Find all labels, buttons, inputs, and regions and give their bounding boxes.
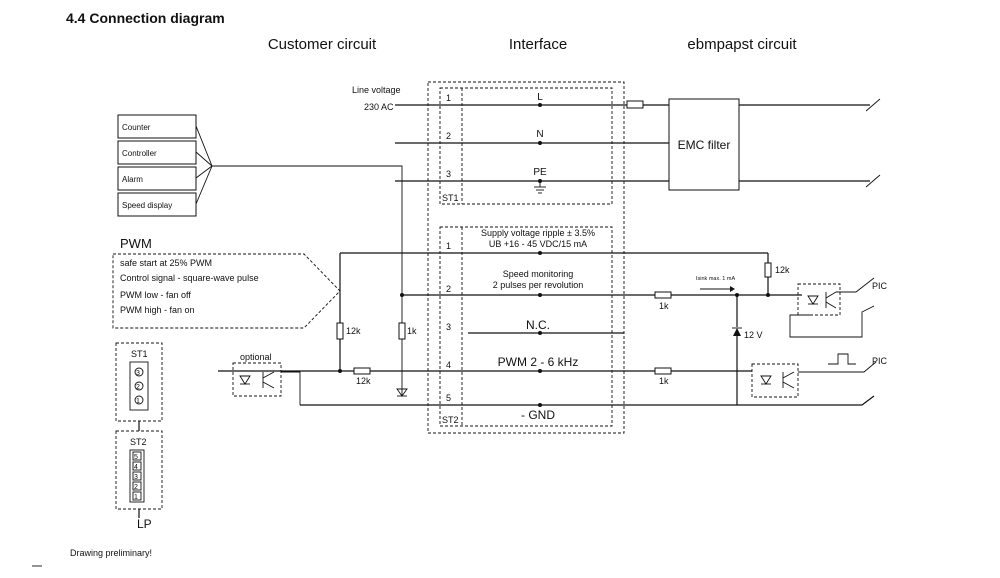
st1-pin-2: 2	[446, 131, 451, 141]
line-voltage-label: Line voltage	[352, 85, 401, 95]
section-ebm-circuit: ebmpapst circuit	[687, 36, 797, 53]
led-indicator-icon	[396, 388, 408, 397]
connector-st2-label: ST2	[130, 437, 147, 447]
st2-signal-nc: N.C.	[526, 318, 550, 332]
st2-signal-pwm: PWM 2 - 6 kHz	[498, 355, 579, 369]
st2-pin-1: 1	[446, 241, 451, 251]
resistor-12k-series	[353, 367, 371, 375]
fuse-icon	[626, 100, 644, 109]
st2-block	[439, 226, 613, 427]
device-counter: Counter	[117, 114, 197, 139]
led-icon	[807, 295, 819, 305]
opto-coupler-top	[797, 283, 841, 316]
svg-text:Counter: Counter	[122, 123, 151, 132]
pwm-note-callout	[112, 253, 341, 329]
svg-text:3: 3	[136, 370, 140, 377]
square-wave-icon	[828, 353, 856, 365]
st1-signal-n: N	[536, 129, 543, 140]
opto-coupler-bottom	[751, 363, 799, 398]
resistor-1k-left	[398, 322, 406, 340]
section-interface: Interface	[509, 36, 567, 53]
resistor-1k-left-label: 1k	[407, 326, 417, 336]
resistor-12k-left-label: 12k	[346, 326, 361, 336]
st2-pin-4: 4	[446, 360, 451, 370]
st1-pin-3: 3	[446, 169, 451, 179]
pwm-title: PWM	[120, 236, 152, 251]
connector-st1-label: ST1	[131, 349, 148, 359]
svg-text:4: 4	[134, 464, 138, 471]
st2-signal-gnd: - GND	[521, 408, 555, 422]
opto-coupler-optional	[232, 362, 282, 397]
interface-frame	[427, 81, 625, 434]
ground-icon	[534, 181, 546, 194]
svg-text:Alarm: Alarm	[122, 175, 143, 184]
page-heading: 4.4 Connection diagram	[66, 10, 225, 26]
svg-text:2: 2	[136, 384, 140, 391]
resistor-1k-pwm	[654, 367, 672, 375]
device-alarm: Alarm	[117, 166, 197, 191]
svg-text:2: 2	[134, 484, 138, 491]
resistor-12k-top-label: 12k	[775, 265, 790, 275]
resistor-1k-speed	[654, 291, 672, 299]
pwm-note-1: safe start at 25% PWM	[120, 258, 212, 268]
emc-filter-label: EMC filter	[678, 138, 731, 152]
st1-block	[439, 87, 613, 205]
device-controller: Controller	[117, 140, 197, 165]
device-speed-display: Speed display	[117, 192, 197, 217]
pwm-note-4: PWM high - fan on	[120, 305, 195, 315]
lp-label: LP	[137, 517, 152, 531]
pic-top-label: PIC	[872, 281, 888, 291]
st2-block-label: ST2	[442, 415, 459, 425]
resistor-1k-pwm-label: 1k	[659, 376, 669, 386]
resistor-1k-speed-label: 1k	[659, 301, 669, 311]
line-voltage-value: 230 AC	[364, 102, 394, 112]
footnote: Drawing preliminary!	[70, 548, 152, 558]
st1-pin-1: 1	[446, 93, 451, 103]
st2-signal-ub: UB +16 - 45 VDC/15 mA	[489, 239, 587, 249]
svg-text:3: 3	[134, 474, 138, 481]
optional-label: optional	[240, 352, 272, 362]
zener-diode-icon	[733, 328, 741, 336]
resistor-12k-series-label: 12k	[356, 376, 371, 386]
st2-pin-2: 2	[446, 284, 451, 294]
isink-label: Isink max. 1 mA	[696, 276, 735, 282]
pwm-note-2: Control signal - square-wave pulse	[120, 273, 259, 283]
st2-signal-pulses: 2 pulses per revolution	[493, 280, 584, 290]
st1-signal-pe: PE	[533, 167, 547, 178]
svg-text:5: 5	[134, 454, 138, 461]
zener-label: 12 V	[744, 330, 763, 340]
emc-filter-box	[668, 98, 740, 191]
st2-signal-speed: Speed monitoring	[503, 269, 574, 279]
st2-pin-3: 3	[446, 322, 451, 332]
st1-block-label: ST1	[442, 193, 459, 203]
connector-st2-pins: 5 4 3 2 1	[132, 451, 142, 501]
resistor-12k-top	[764, 262, 772, 278]
st2-signal-ripple: Supply voltage ripple ± 3.5%	[481, 228, 595, 238]
resistor-12k-left	[336, 322, 344, 340]
pic-bottom-label: PIC	[872, 356, 888, 366]
st1-signal-l: L	[537, 92, 543, 103]
svg-text:1: 1	[136, 398, 140, 405]
pwm-note-3: PWM low - fan off	[120, 290, 191, 300]
st2-pin-5: 5	[446, 393, 451, 403]
svg-text:Controller: Controller	[122, 149, 157, 158]
svg-text:Speed display: Speed display	[122, 201, 172, 210]
connector-st1-pins: 3 2 1	[134, 367, 144, 405]
section-customer-circuit: Customer circuit	[268, 36, 377, 53]
svg-text:1: 1	[134, 494, 138, 501]
